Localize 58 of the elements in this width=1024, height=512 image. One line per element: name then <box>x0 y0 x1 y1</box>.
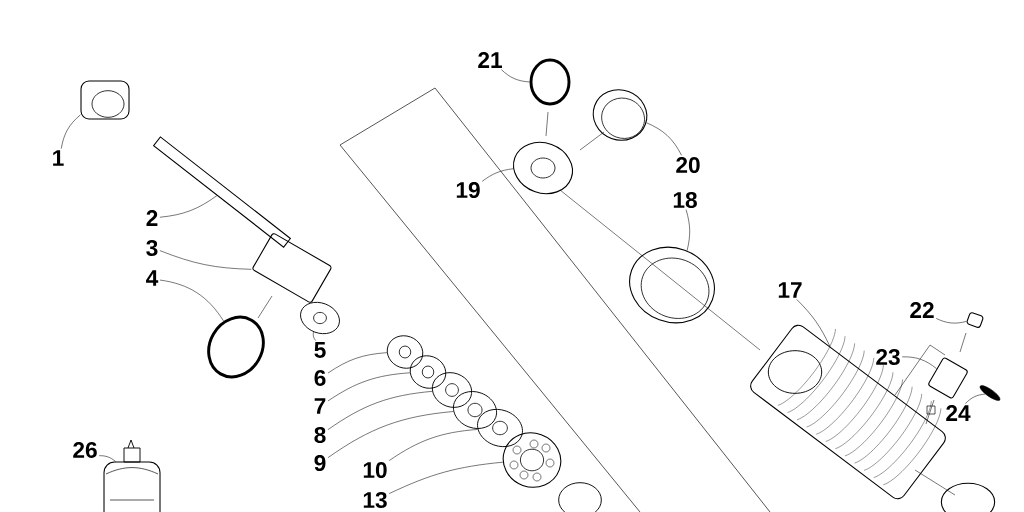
cap-drawing <box>80 80 130 120</box>
callout-number: 22 <box>910 302 934 318</box>
piston-drawing <box>502 432 562 488</box>
ring-drawing <box>629 246 715 324</box>
washer-drawing <box>477 408 523 448</box>
leader-line <box>935 318 967 324</box>
leader-line <box>312 331 316 341</box>
leader-line <box>501 69 530 83</box>
leader-line <box>61 114 81 149</box>
callout-number: 1 <box>53 150 64 166</box>
leader-line <box>98 455 116 462</box>
callout-number: 5 <box>314 342 326 358</box>
seal-drawing <box>979 385 1001 401</box>
washer-drawing <box>452 391 498 429</box>
leader-line <box>327 352 388 374</box>
callout-number: 20 <box>676 157 700 174</box>
callout-number: 8 <box>314 427 326 444</box>
callout-number: 24 <box>946 405 971 421</box>
callout-number: 6 <box>314 370 326 387</box>
o-ring-drawing <box>529 58 571 106</box>
washer-drawing <box>431 372 473 408</box>
leader-line <box>388 461 504 494</box>
leader-line <box>965 393 986 404</box>
leader-line <box>685 209 690 251</box>
callout-number: 17 <box>778 282 802 298</box>
leader-line <box>327 411 454 458</box>
leader-line <box>481 168 514 182</box>
washer-drawing <box>386 335 424 369</box>
leader-line <box>159 250 252 270</box>
washer-drawing <box>300 301 340 335</box>
leader-line <box>388 429 478 461</box>
callout-number: 26 <box>73 442 97 459</box>
callout-number: 19 <box>456 182 480 199</box>
callout-number: 7 <box>314 398 326 414</box>
leader-line <box>796 299 831 347</box>
bottle-drawing <box>103 439 161 512</box>
leader-line <box>646 122 682 156</box>
leader-line <box>327 372 411 402</box>
callout-number: 10 <box>363 462 387 479</box>
ring-drawing <box>592 89 648 141</box>
callout-number: 2 <box>146 210 158 226</box>
callout-number: 4 <box>146 270 159 286</box>
piston-drawing <box>513 141 573 195</box>
shock-body-drawing <box>767 328 942 485</box>
callout-number: 3 <box>146 239 158 257</box>
leader-line <box>327 391 433 430</box>
bearing-drawing <box>252 233 332 303</box>
valve-drawing <box>928 357 968 399</box>
o-ring-drawing <box>207 315 265 379</box>
leader-line <box>159 195 218 218</box>
callout-number: 9 <box>314 455 326 472</box>
callout-number: 21 <box>478 52 502 68</box>
leader-line <box>159 279 224 322</box>
screw-drawing <box>966 312 984 328</box>
callout-number: 18 <box>673 192 697 209</box>
leader-line <box>901 356 937 369</box>
washer-drawing <box>409 355 447 389</box>
callout-number: 13 <box>363 491 387 509</box>
